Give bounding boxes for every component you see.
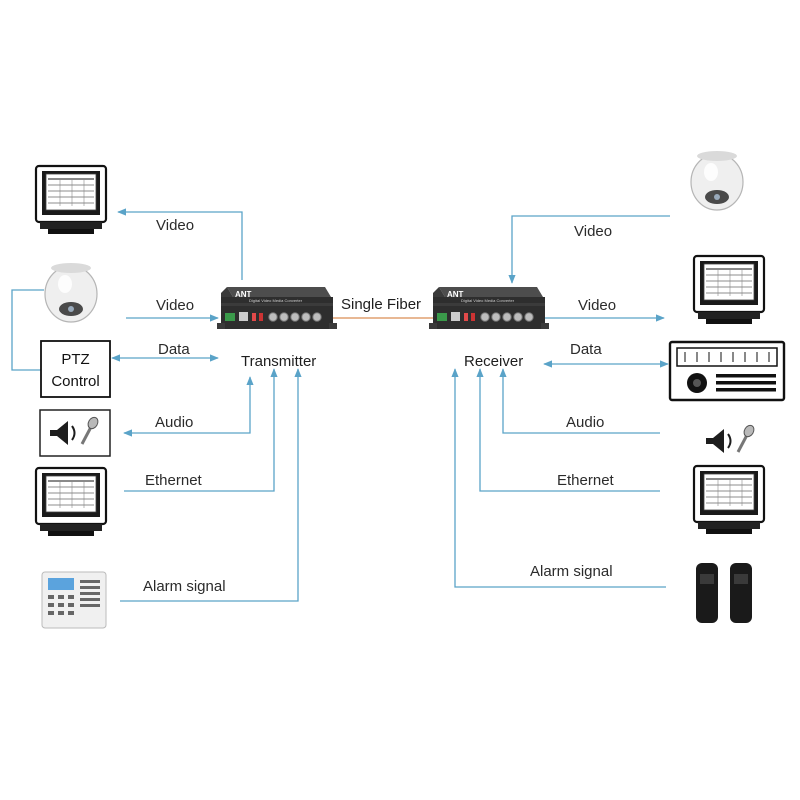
beam-sensors [696, 563, 752, 623]
left-dome-camera [44, 262, 98, 323]
right-monitor-ethernet [692, 464, 766, 536]
dome-camera-icon [690, 150, 744, 211]
wire-left-audio [123, 376, 254, 437]
left-ethernet-label: Ethernet [145, 472, 203, 489]
monitor-icon [34, 466, 108, 538]
wire-right-alarm [451, 368, 666, 588]
right-alarm-label: Alarm signal [530, 563, 613, 580]
keypad-screen-icon [48, 578, 74, 590]
wire-left-ethernet [124, 368, 278, 492]
ptz-line1: PTZ [61, 351, 89, 368]
right-video-in-label: Video [574, 223, 612, 240]
ptz-line2: Control [51, 373, 99, 390]
alarm-keypad [41, 571, 107, 629]
wire-right-audio [499, 368, 660, 434]
transmitter-brand: ANT [235, 290, 252, 299]
right-monitor-video [692, 254, 766, 326]
right-audio-device [704, 422, 758, 455]
receiver-label: Receiver [464, 353, 523, 370]
transmitter-label: Transmitter [241, 353, 316, 370]
beam-sensor-icon [730, 563, 752, 623]
receiver-subtitle: Digital Video Media Converter [461, 298, 515, 303]
wire-right-video-in [508, 215, 670, 284]
right-audio-label: Audio [566, 414, 604, 431]
right-ethernet-label: Ethernet [557, 472, 615, 489]
left-monitor-top [34, 164, 108, 236]
radio-receiver [668, 340, 786, 402]
left-monitor-ethernet [34, 466, 108, 538]
single-fiber-label: Single Fiber [341, 296, 421, 313]
left-video-in-label: Video [156, 297, 194, 314]
left-video-out-label: Video [156, 217, 194, 234]
right-video-out-label: Video [578, 297, 616, 314]
radio-dial-icon [676, 347, 778, 367]
transmitter-subtitle: Digital Video Media Converter [249, 298, 303, 303]
wire-left-video-out [117, 208, 243, 280]
right-dome-camera [690, 150, 744, 211]
left-data-label: Data [158, 341, 190, 358]
right-data-label: Data [570, 341, 602, 358]
speaker-microphone-icon [704, 422, 758, 455]
labels: Video Video Data Audio Ethernet Alarm si… [143, 217, 616, 595]
beam-sensor-icon [696, 563, 718, 623]
left-alarm-label: Alarm signal [143, 578, 226, 595]
dome-camera-icon [44, 262, 98, 323]
left-audio-device [39, 409, 111, 457]
ptz-control-box: PTZ Control [40, 340, 111, 398]
receiver-brand: ANT [447, 290, 464, 299]
monitor-icon [692, 254, 766, 326]
receiver-device: ANT Digital Video Media Converter [428, 286, 550, 330]
wire-right-ethernet [476, 368, 660, 492]
wire-ptz-loop [11, 289, 44, 371]
transmitter-device: ANT Digital Video Media Converter [216, 286, 338, 330]
wires [11, 208, 670, 602]
left-audio-label: Audio [155, 414, 193, 431]
monitor-icon [692, 464, 766, 536]
monitor-icon [34, 164, 108, 236]
wire-left-alarm [120, 368, 302, 602]
